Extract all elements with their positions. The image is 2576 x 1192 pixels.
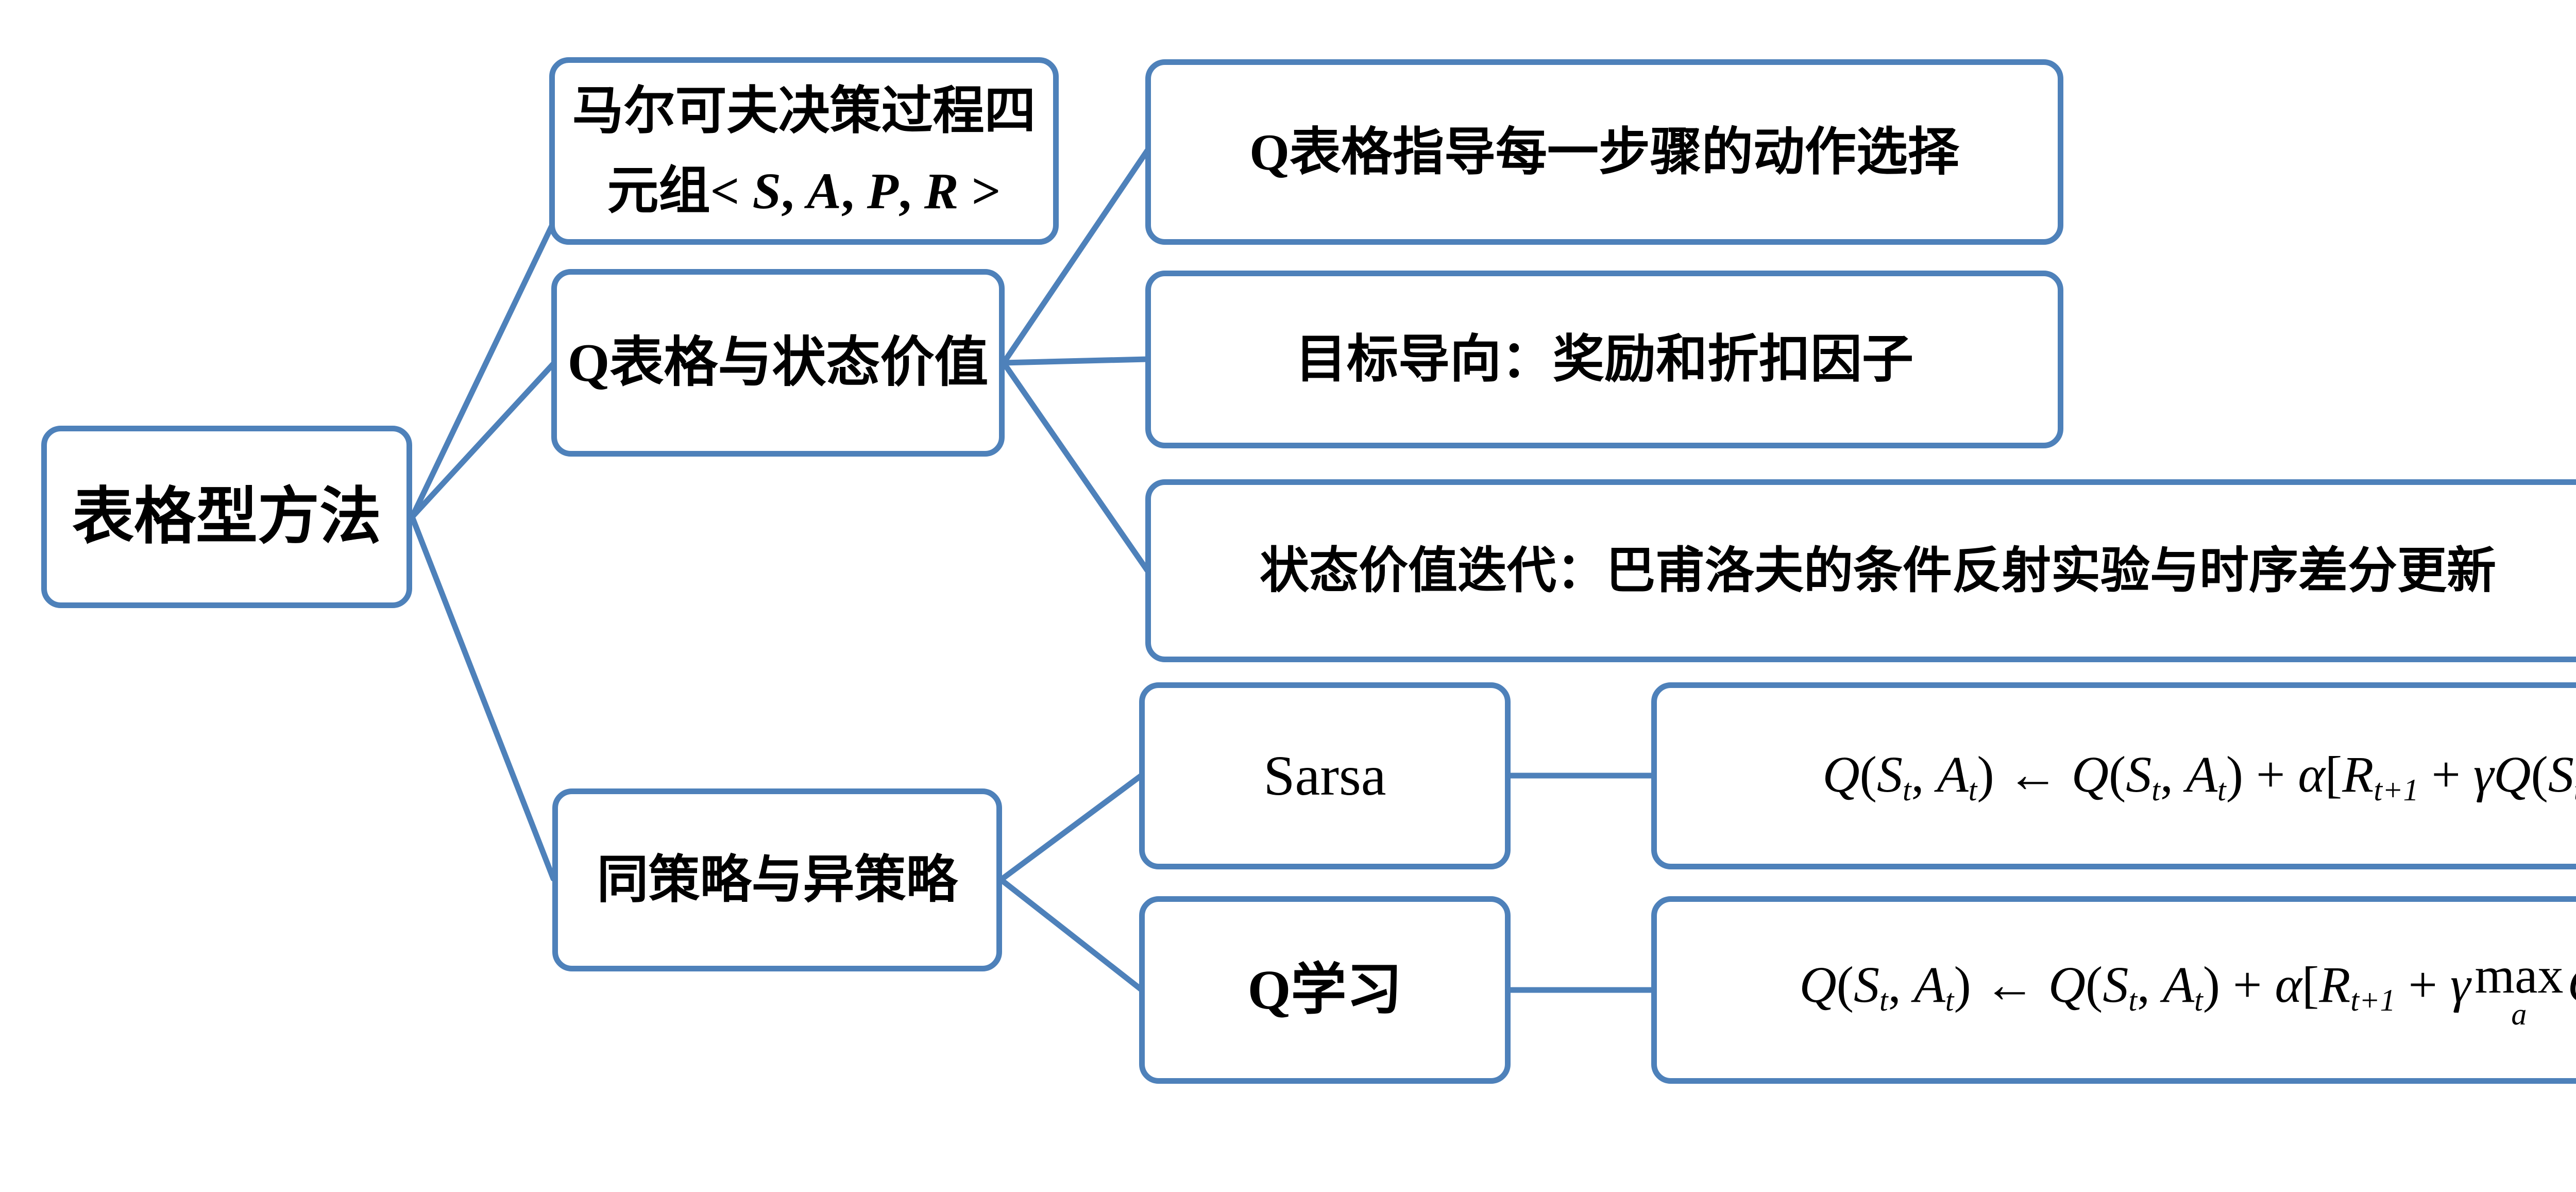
node-label: Q表格指导每一步骤的动作选择 xyxy=(1249,123,1959,181)
node-label-line1: 马尔可夫决策过程四 xyxy=(572,82,1036,140)
node-sarsa: Sarsa xyxy=(1139,682,1511,869)
q-learning-formula-text: Q(St, At) ← Q(St, At) + α[Rt+1 + γmaxaQ(… xyxy=(1799,947,2576,1031)
node-label: Sarsa xyxy=(1263,744,1386,807)
node-label-line2: 元组< S, A, P, R > xyxy=(607,162,1001,220)
node-on-policy-off-policy: 同策略与异策略 xyxy=(552,788,1002,971)
node-q-table-state-value: Q表格与状态价值 xyxy=(551,269,1005,457)
connector-policy-to-qlearning xyxy=(998,877,1144,993)
node-label: 同策略与异策略 xyxy=(597,851,958,909)
node-label: 状态价值迭代：巴甫洛夫的条件反射实验与时序差分更新 xyxy=(1260,543,2496,598)
node-q-learning-update-formula: Q(St, At) ← Q(St, At) + α[Rt+1 + γmaxaQ(… xyxy=(1651,896,2576,1084)
node-root-tabular-methods: 表格型方法 xyxy=(41,426,412,608)
node-label: 表格型方法 xyxy=(72,482,381,551)
node-sarsa-update-formula: Q(St, At) ← Q(St, At) + α[Rt+1 + γQ(St+1… xyxy=(1651,682,2576,869)
node-state-value-iteration: 状态价值迭代：巴甫洛夫的条件反射实验与时序差分更新 xyxy=(1145,479,2576,662)
connector-qtable-to-child3 xyxy=(1001,360,1150,574)
node-q-learning: Q学习 xyxy=(1139,896,1511,1084)
connector-root-to-qtable xyxy=(409,361,556,520)
connector-root-to-mdp xyxy=(409,219,557,520)
node-q-table-guides-actions: Q表格指导每一步骤的动作选择 xyxy=(1145,59,2063,245)
connector-root-to-policy xyxy=(409,514,556,882)
connector-qtable-to-child1 xyxy=(1001,147,1150,366)
sarsa-formula-text: Q(St, At) ← Q(St, At) + α[Rt+1 + γQ(St+1… xyxy=(1822,746,2576,807)
node-mdp-tuple: 马尔可夫决策过程四 元组< S, A, P, R > xyxy=(549,57,1059,245)
node-label: Q表格与状态价值 xyxy=(567,332,989,393)
node-label: Q学习 xyxy=(1247,959,1402,1021)
node-label: 目标导向：奖励和折扣因子 xyxy=(1295,331,1913,388)
node-goal-oriented-reward-discount: 目标导向：奖励和折扣因子 xyxy=(1145,271,2063,448)
connector-qtable-to-child2 xyxy=(1001,356,1150,366)
connector-policy-to-sarsa xyxy=(998,773,1144,883)
